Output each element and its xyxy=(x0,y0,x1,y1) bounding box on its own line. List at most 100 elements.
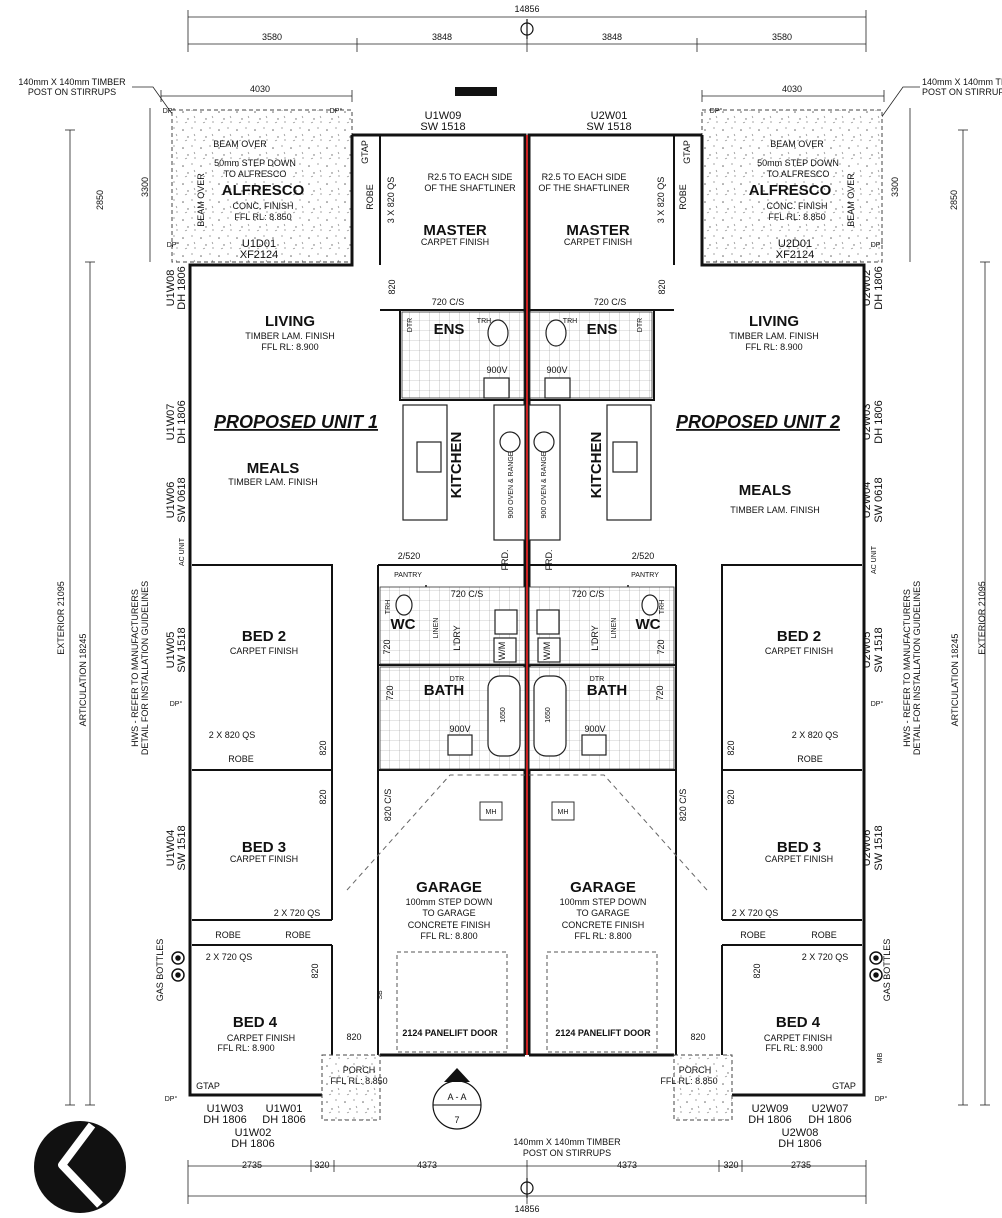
dp-6: DP° xyxy=(170,700,183,708)
alfresco2-step1: 50mm STEP DOWN xyxy=(757,158,839,168)
alfresco2-beam-side: BEAM OVER xyxy=(846,173,856,227)
alfresco1-beam: BEAM OVER xyxy=(213,139,267,149)
kitchen-fixtures xyxy=(402,404,652,541)
u2w06-size: SW 1518 xyxy=(873,825,885,870)
u2w02-size: DH 1806 xyxy=(873,266,885,309)
garage2-finish: CONCRETE FINISH xyxy=(562,920,645,930)
fridge2: FRD. xyxy=(544,550,554,571)
bedrooms-unit2-labels: BED 2 CARPET FINISH 2 X 820 QS ROBE BED … xyxy=(732,628,856,1091)
fridge1: FRD. xyxy=(500,550,510,571)
alfresco1-step2: TO ALFRESCO xyxy=(224,169,287,179)
master1-robe-doors: 3 X 820 QS xyxy=(386,177,396,224)
bed2-u2-name: BED 2 xyxy=(777,628,821,645)
ac-unit-1: AC UNIT xyxy=(179,537,186,566)
ensuite-labels: ENS ENS TRH TRH DTR DTR 900V 900V 720 C/… xyxy=(407,297,644,375)
bedrooms-unit1-labels: BED 2 CARPET FINISH 2 X 820 QS ROBE BED … xyxy=(196,628,320,1091)
vanity-ens-unit2-icon xyxy=(544,377,571,399)
bath2-vanity: 900V xyxy=(584,724,605,734)
wc2-trh: TRH xyxy=(659,600,666,614)
section-sheet: 7 xyxy=(454,1115,459,1125)
porch2-door: 820 xyxy=(690,1032,705,1042)
porch2-name: PORCH xyxy=(679,1065,712,1075)
bed4-u2-finish: CARPET FINISH xyxy=(764,1033,832,1043)
dim-top-2: 3848 xyxy=(432,32,452,42)
dim-bottom-3: 4373 xyxy=(417,1160,437,1170)
gtap-master2: GTAP xyxy=(682,140,692,164)
u2w07-code: U2W07 xyxy=(812,1103,849,1115)
section-marker-icon xyxy=(432,1068,482,1130)
kitchen-bench-unit1 xyxy=(493,404,526,541)
bed3-u1-door: 820 xyxy=(318,789,328,804)
u1w09-size: SW 1518 xyxy=(420,121,465,133)
ens2-trh: TRH xyxy=(563,318,577,325)
ens2-name: ENS xyxy=(587,321,618,338)
master2-note2: OF THE SHAFTLINER xyxy=(538,183,630,193)
post-note-left-line1: 140mm X 140mm TIMBER xyxy=(18,77,126,87)
dim-side-top-1: 2850 xyxy=(95,190,105,210)
washer-unit1-icon xyxy=(493,637,517,663)
ldry2-name: L'DRY xyxy=(590,625,600,651)
gas-note-2: GAS BOTTLES xyxy=(882,939,892,1002)
bath-labels: BATH BATH DTR DTR 900V 900V 1650 1650 72… xyxy=(385,676,665,734)
bed2-u1-robe-doors: 2 X 820 QS xyxy=(209,730,256,740)
living2-name: LIVING xyxy=(749,313,799,330)
u1w09-code: U1W09 xyxy=(425,110,462,122)
dp-7: DP° xyxy=(871,700,884,708)
bed2-u1-finish: CARPET FINISH xyxy=(230,646,298,656)
alfresco2-finish: CONC. FINISH xyxy=(766,201,827,211)
gas-bottles-unit1-icon xyxy=(171,951,185,982)
dim-exterior-1: EXTERIOR 21095 xyxy=(56,581,66,655)
dim-articulation-1: ARTICULATION 18245 xyxy=(78,634,88,727)
ldry1-door: 720 C/S xyxy=(451,589,484,599)
u1w07-size: DH 1806 xyxy=(176,400,188,443)
dim-articulation-2: ARTICULATION 18245 xyxy=(950,634,960,727)
u1w03-code: U1W03 xyxy=(207,1103,244,1115)
kitchen-bench-unit2 xyxy=(528,404,561,541)
bed4-u1-name: BED 4 xyxy=(233,1014,278,1031)
ens2-dtr: DTR xyxy=(637,318,644,332)
master1-door: 820 xyxy=(387,279,397,294)
dim-alfresco-height-2: 3300 xyxy=(890,177,900,197)
garage2-rl: FFL RL: 8.800 xyxy=(574,931,631,941)
master1-note1: R2.5 TO EACH SIDE xyxy=(428,172,513,182)
ens2-vanity: 900V xyxy=(546,365,567,375)
gas-bottles-unit2-icon xyxy=(869,951,883,982)
mb-label: MB xyxy=(877,1052,884,1063)
wm1: W/M xyxy=(497,642,507,661)
bed4-u1-robe-doors: 2 X 720 QS xyxy=(206,952,253,962)
master2-robe: ROBE xyxy=(678,184,688,210)
post-note-bottom-line2: POST ON STIRRUPS xyxy=(523,1148,611,1158)
pantry1: PANTRY xyxy=(394,572,422,579)
porch1-rl: FFL RL: 8.850 xyxy=(330,1076,387,1086)
post-note-right-line2: POST ON STIRRUPS xyxy=(922,87,1002,97)
bath1-vanity: 900V xyxy=(449,724,470,734)
centerline-top-icon xyxy=(520,19,534,39)
oven2: 900 OVEN & RANGE xyxy=(541,451,548,518)
pantry1-doors: 2/520 xyxy=(398,551,421,561)
u2w03-code: U2W03 xyxy=(861,404,873,441)
manhole1-icon xyxy=(479,801,503,821)
bed3-u1-name: BED 3 xyxy=(242,839,286,856)
bath1-tub: 1650 xyxy=(500,707,507,723)
top-dimension-lines xyxy=(65,10,990,1204)
master-labels: R2.5 TO EACH SIDE OF THE SHAFTLINER MAST… xyxy=(360,140,692,247)
bed3-u1-robe-a: ROBE xyxy=(215,930,241,940)
u1w07-code: U1W07 xyxy=(165,404,177,441)
garage1-rl: FFL RL: 8.800 xyxy=(420,931,477,941)
dim-top-1: 3580 xyxy=(262,32,282,42)
unit1-title: PROPOSED UNIT 1 xyxy=(214,412,378,432)
master1-note2: OF THE SHAFTLINER xyxy=(424,183,516,193)
ens1-dtr: DTR xyxy=(407,318,414,332)
wc-laundry-labels: WC WC TRH TRH LINEN LINEN L'DRY L'DRY W/… xyxy=(382,589,666,660)
dim-alfresco-width-1: 4030 xyxy=(250,84,270,94)
bed2-u1-door: 820 xyxy=(318,740,328,755)
u2w05-code: U2W05 xyxy=(861,632,873,669)
cooktop-unit2-icon xyxy=(533,431,555,453)
dim-bottom-4: 4373 xyxy=(617,1160,637,1170)
u2w06-code: U2W06 xyxy=(861,830,873,867)
alfresco-unit1-labels: BEAM OVER 50mm STEP DOWN TO ALFRESCO ALF… xyxy=(196,139,305,227)
u1w03-size: DH 1806 xyxy=(203,1114,246,1126)
meals1-finish: TIMBER LAM. FINISH xyxy=(228,477,318,487)
dim-side-top-2: 2850 xyxy=(949,190,959,210)
vanity-bath-unit2-icon xyxy=(581,734,607,756)
